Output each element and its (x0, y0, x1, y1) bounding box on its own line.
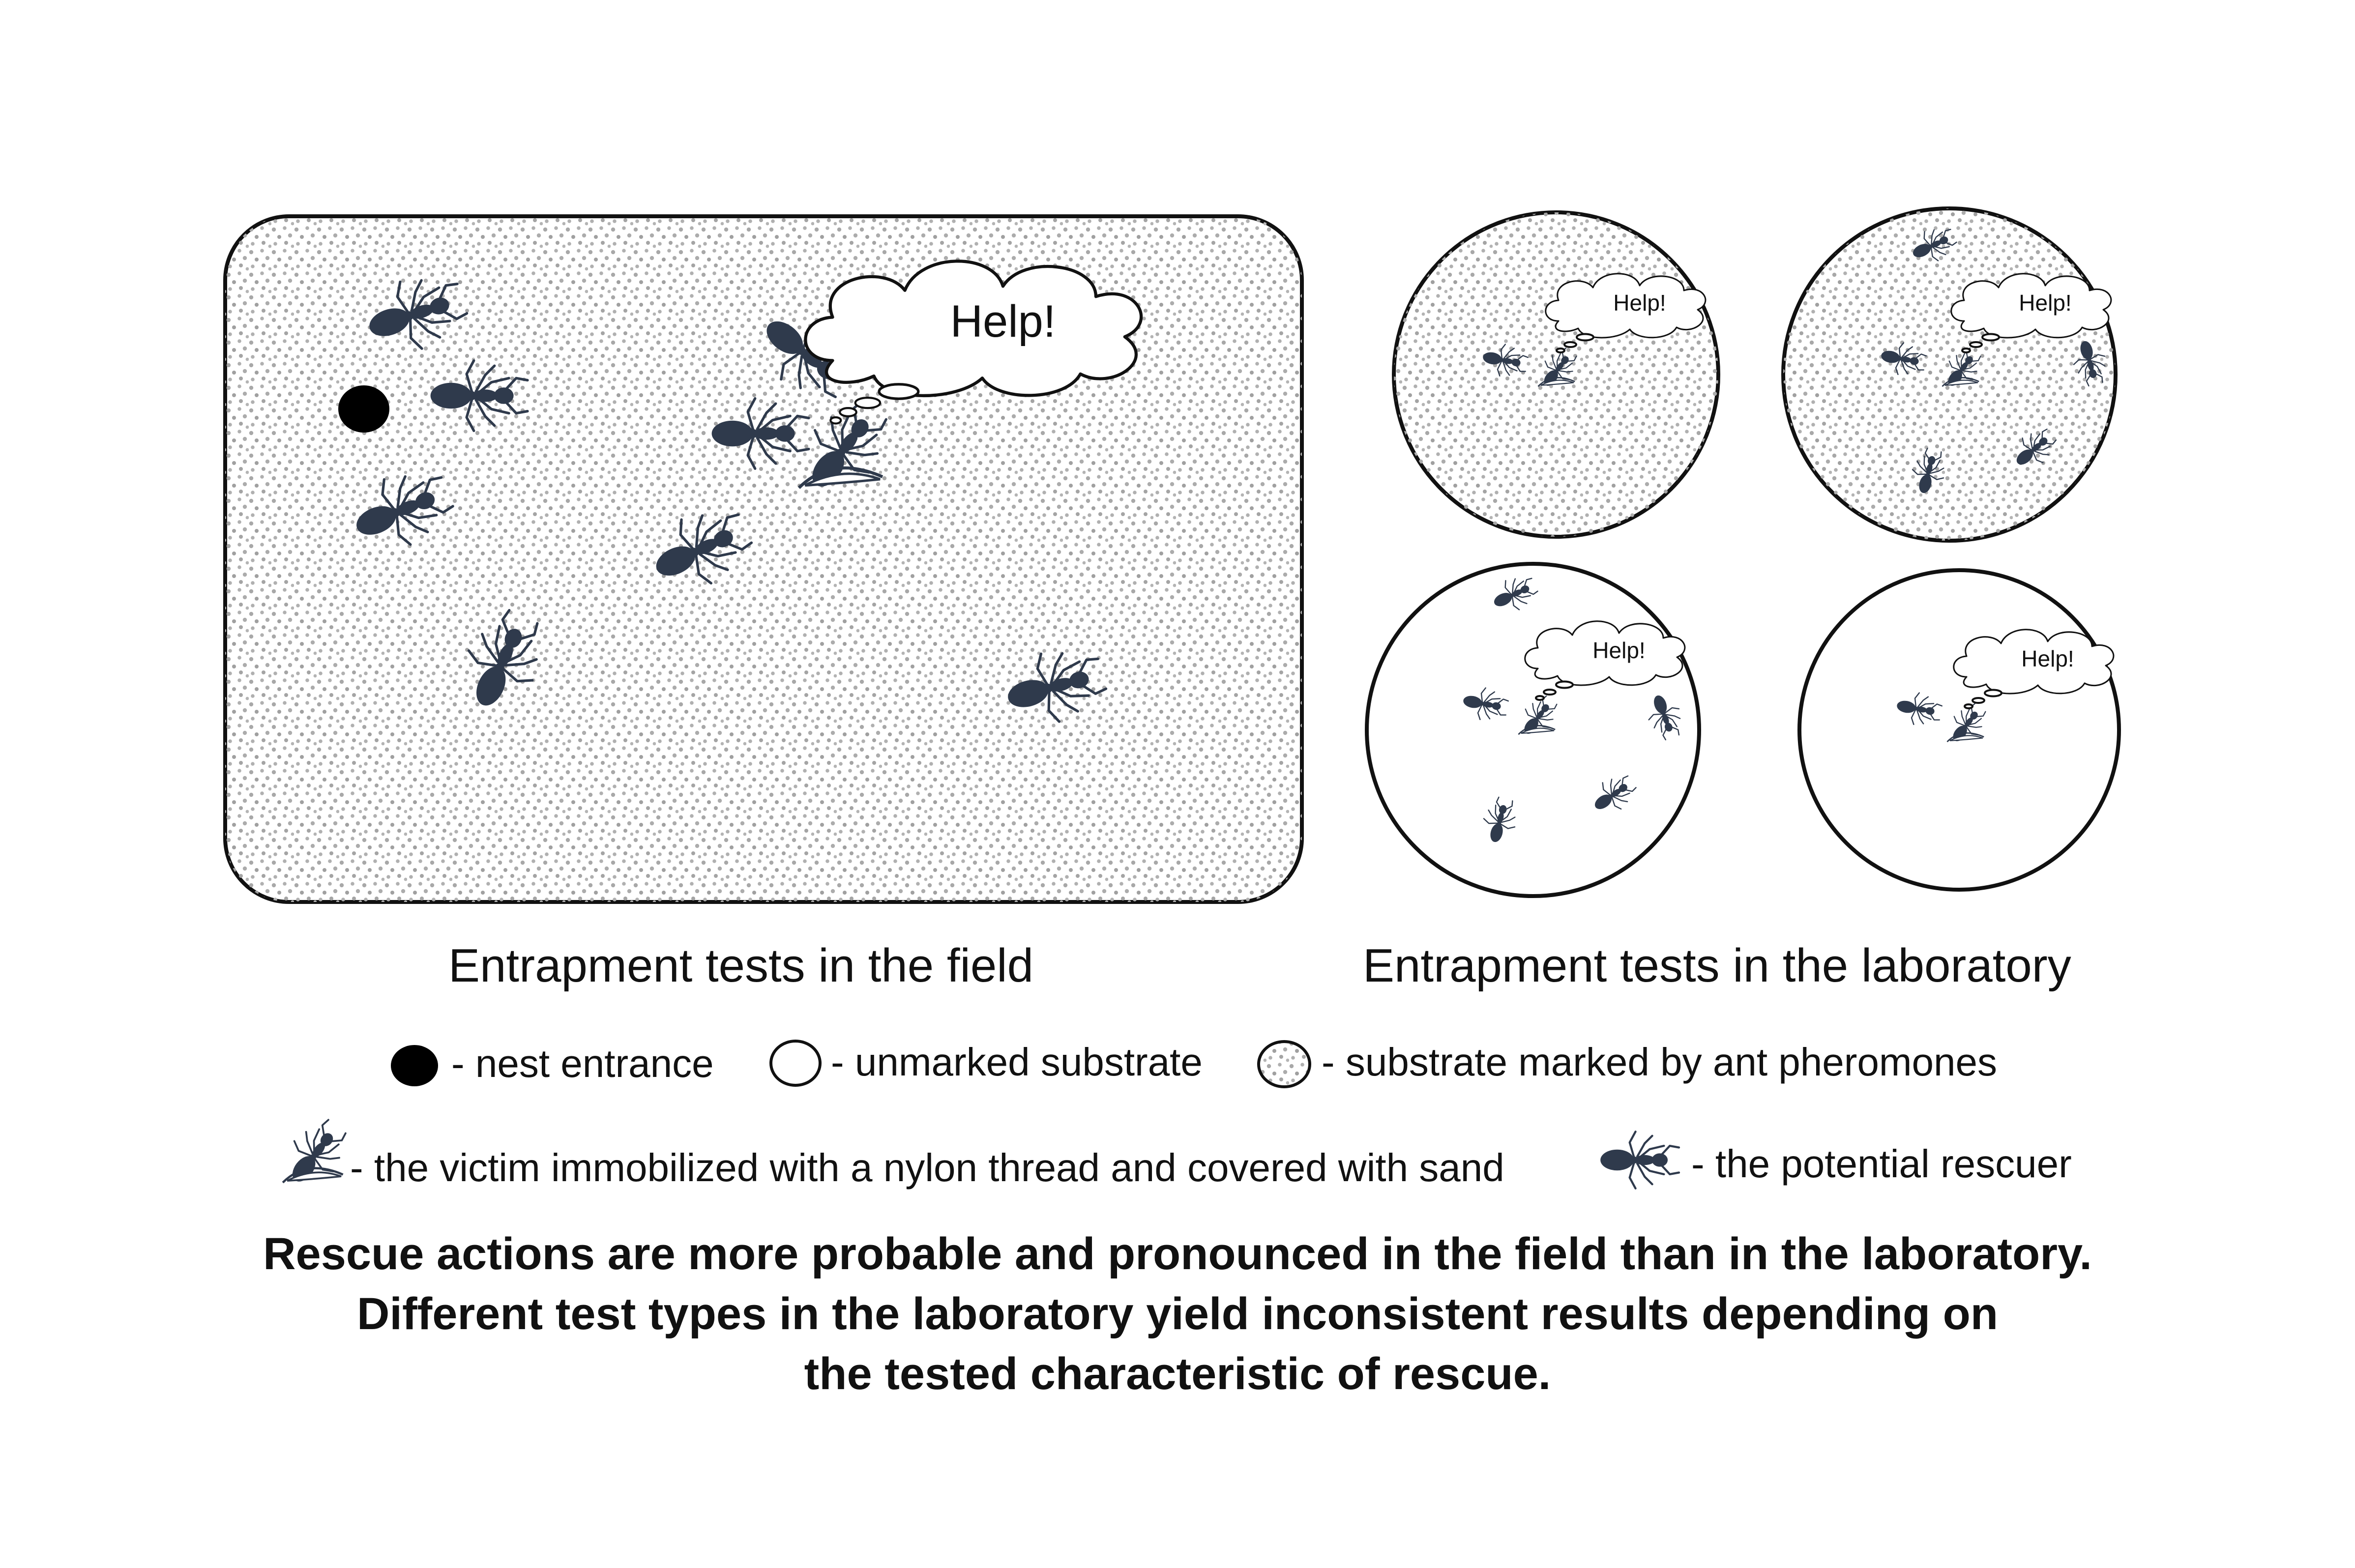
thought-bubble (1953, 629, 2115, 709)
legend-nest-symbol (391, 1045, 438, 1086)
laboratory-caption: Entrapment tests in the laboratory (1363, 939, 2071, 992)
legend-unmarked-label: - unmarked substrate (831, 1040, 1203, 1084)
legend-symbols (275, 1040, 1679, 1195)
thought-bubble (1524, 620, 1686, 701)
legend-rescuer-symbol (1600, 1132, 1679, 1189)
lab-dish-3 (1365, 562, 1701, 898)
help-text-dish-3: Help! (1592, 638, 1645, 663)
lab-dish-1 (1392, 210, 1720, 539)
help-text-dish-2: Help! (2019, 290, 2071, 316)
legend-victim-label: - the victim immobilized with a nylon th… (350, 1146, 1504, 1190)
conclusion-line-1: Rescue actions are more probable and pro… (263, 1229, 2092, 1279)
field-arena (223, 214, 1304, 904)
conclusion-text: Rescue actions are more probable and pro… (0, 1224, 2355, 1404)
help-text-dish-4: Help! (2021, 646, 2074, 671)
legend-nest-label: - nest entrance (451, 1042, 714, 1085)
help-text-dish-1: Help! (1613, 290, 1666, 316)
conclusion-line-2: Different test types in the laboratory y… (356, 1289, 1999, 1339)
field-caption: Entrapment tests in the field (448, 939, 1033, 992)
lab-dish-4 (1797, 568, 2121, 892)
legend-marked-label: - substrate marked by ant pheromones (1322, 1040, 1998, 1084)
thought-bubble (1950, 273, 2112, 353)
legend-rescuer-label: - the potential rescuer (1691, 1142, 2072, 1186)
legend-marked-symbol-fill (1257, 1040, 1311, 1088)
legend-victim-symbol (275, 1111, 356, 1195)
conclusion-line-3: the tested characteristic of rescue. (804, 1349, 1551, 1399)
thought-bubble-field (805, 261, 1141, 425)
thought-bubble (1545, 273, 1707, 353)
lab-dish-2 (1781, 206, 2118, 543)
help-text-field: Help! (950, 296, 1056, 347)
nest-entrance-hole (338, 385, 389, 433)
legend-unmarked-symbol (769, 1040, 822, 1087)
